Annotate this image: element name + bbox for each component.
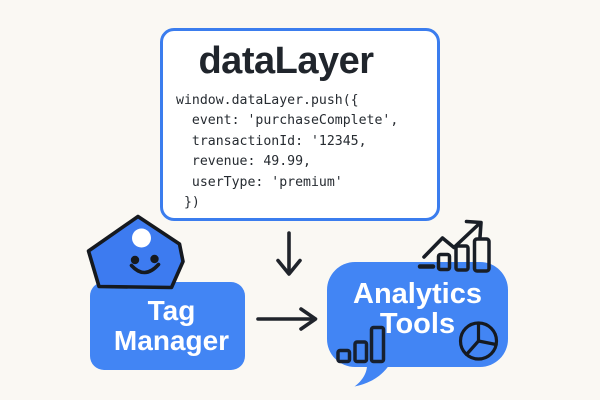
analytics-tools-label-line2: Tools [379,308,456,340]
tag-smiley-icon [86,214,185,290]
down-arrow-icon [276,231,302,276]
tag-manager-label-line1: Tag [147,295,196,326]
smiley-right-eye [150,254,159,264]
panel-title: dataLayer [198,40,374,82]
tag-manager-label-line2: Manager [113,325,230,356]
tag-manager-label: Tag Manager [94,296,249,356]
trend-up-arrow-icon [422,219,483,259]
datalayer-panel: dataLayer window.dataLayer.push({ event:… [160,28,440,221]
tag-hole [132,228,151,248]
right-arrow-icon [256,307,318,331]
analytics-tools-node: Analytics Tools [327,262,508,367]
tag-manager-node: Tag Manager [90,282,245,370]
speech-bubble-tail [354,364,390,387]
smiley-left-eye [130,255,140,265]
smiley-mouth [129,262,161,275]
datalayer-code-snippet: window.dataLayer.push({ event: 'purchase… [176,93,399,211]
analytics-tools-label-line1: Analytics [353,278,482,310]
